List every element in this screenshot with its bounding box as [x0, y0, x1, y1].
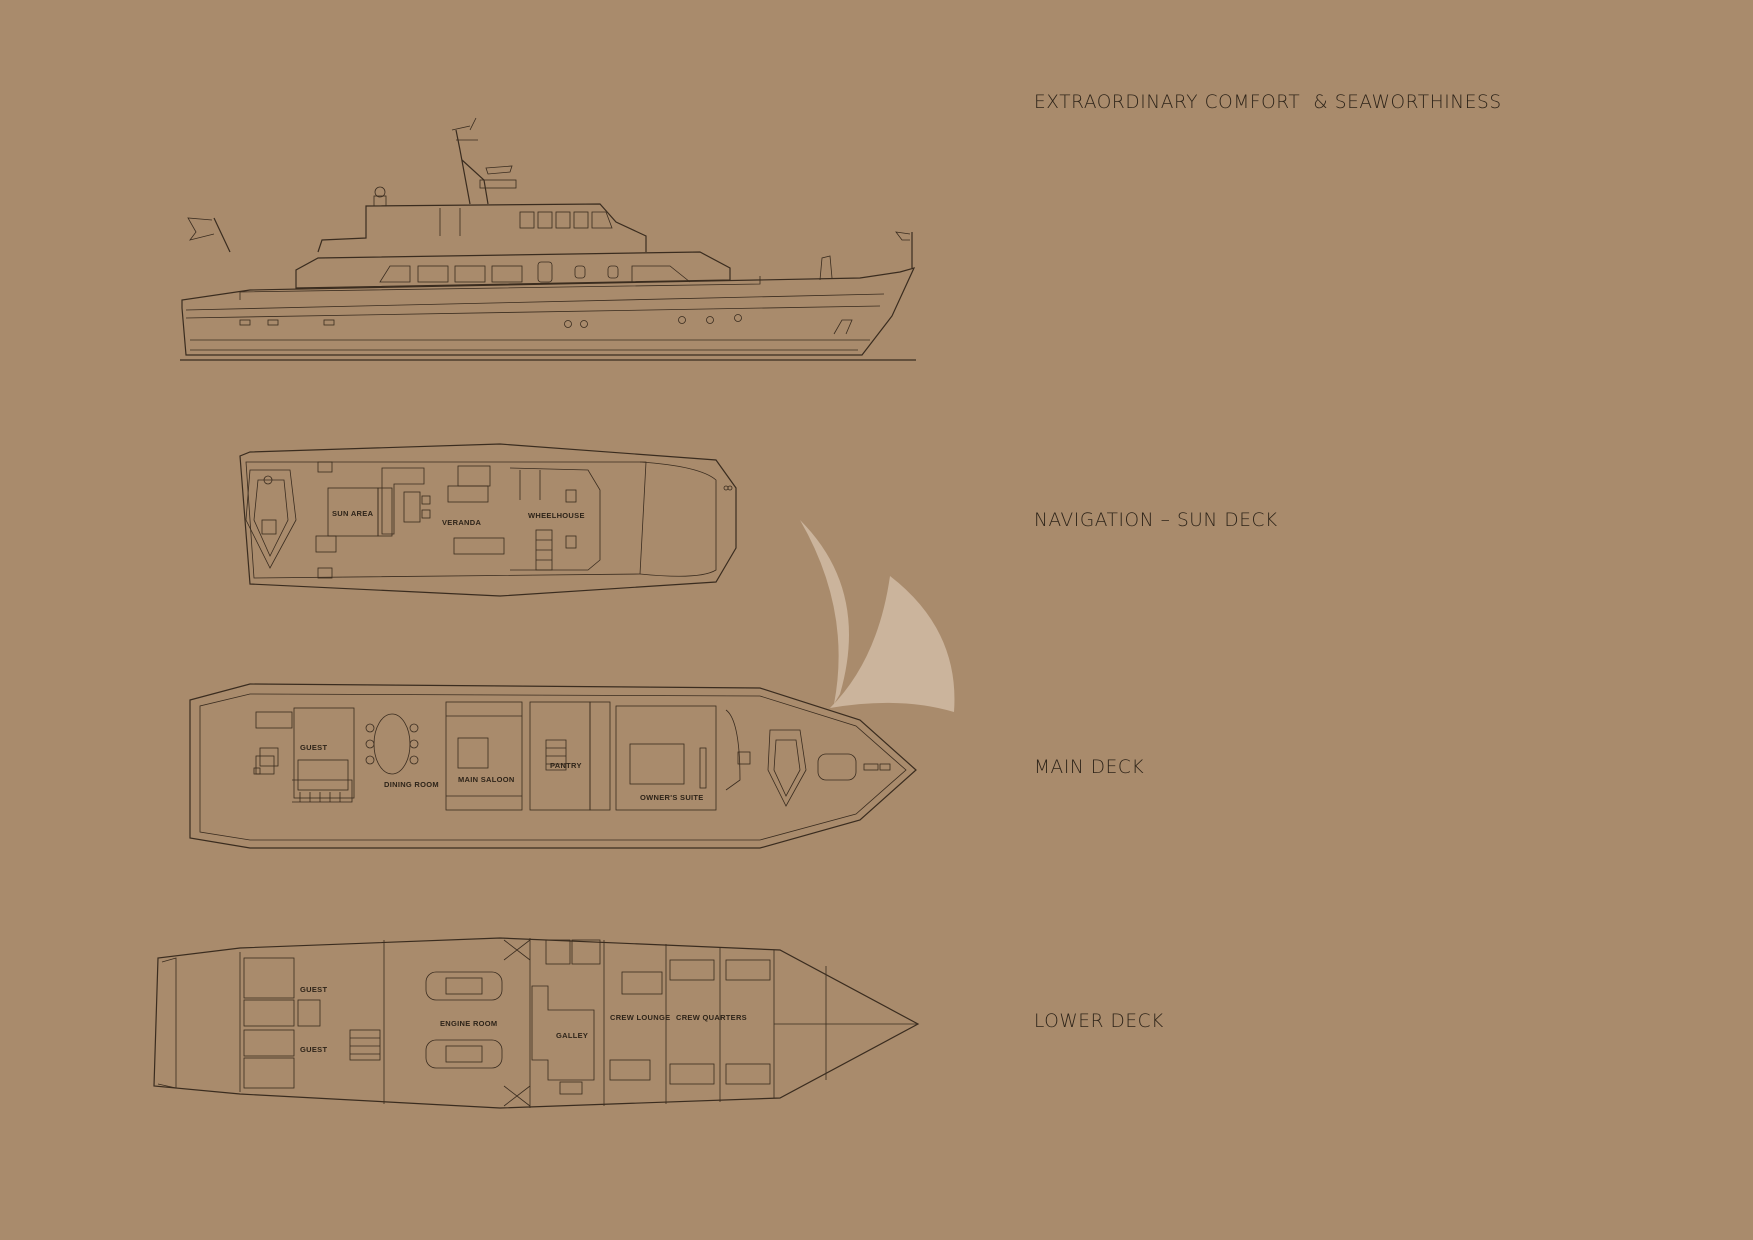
room-label-lower-guest-1: GUEST — [300, 985, 327, 994]
room-label-crew-quarters: CREW QUARTERS — [676, 1013, 747, 1022]
room-label-lower-guest-2: GUEST — [300, 1045, 327, 1054]
room-label-engine-room: ENGINE ROOM — [440, 1019, 497, 1028]
yacht-profile-view — [180, 117, 916, 361]
room-label-pantry: PANTRY — [550, 761, 582, 770]
room-label-veranda: VERANDA — [442, 518, 481, 527]
room-label-galley: GALLEY — [556, 1031, 588, 1040]
lower-deck-plan: GUEST GUEST ENGINE ROOM GALLEY CREW LOUN… — [153, 937, 920, 1109]
room-label-crew-lounge: CREW LOUNGE — [610, 1013, 670, 1022]
room-label-wheelhouse: WHEELHOUSE — [528, 511, 585, 520]
sail-logo — [800, 520, 955, 712]
label-main-deck: MAIN DECK — [1034, 757, 1145, 778]
room-label-main-saloon: MAIN SALOON — [458, 775, 515, 784]
label-lower-deck: LOWER DECK — [1034, 1011, 1164, 1032]
page-title: EXTRAORDINARY COMFORT & SEAWORTHINESS — [1034, 92, 1502, 113]
sun-deck-plan: SUN AREA VERANDA WHEELHOUSE — [239, 443, 737, 597]
room-label-sun-area: SUN AREA — [332, 509, 374, 518]
main-deck-plan: GUEST DINING ROOM MAIN SALOON PANTRY OWN… — [189, 683, 917, 849]
room-label-owners-suite: OWNER'S SUITE — [640, 793, 704, 802]
room-label-dining-room: DINING ROOM — [384, 780, 439, 789]
label-navigation-sun-deck: NAVIGATION – SUN DECK — [1034, 510, 1278, 531]
room-label-main-guest: GUEST — [300, 743, 327, 752]
